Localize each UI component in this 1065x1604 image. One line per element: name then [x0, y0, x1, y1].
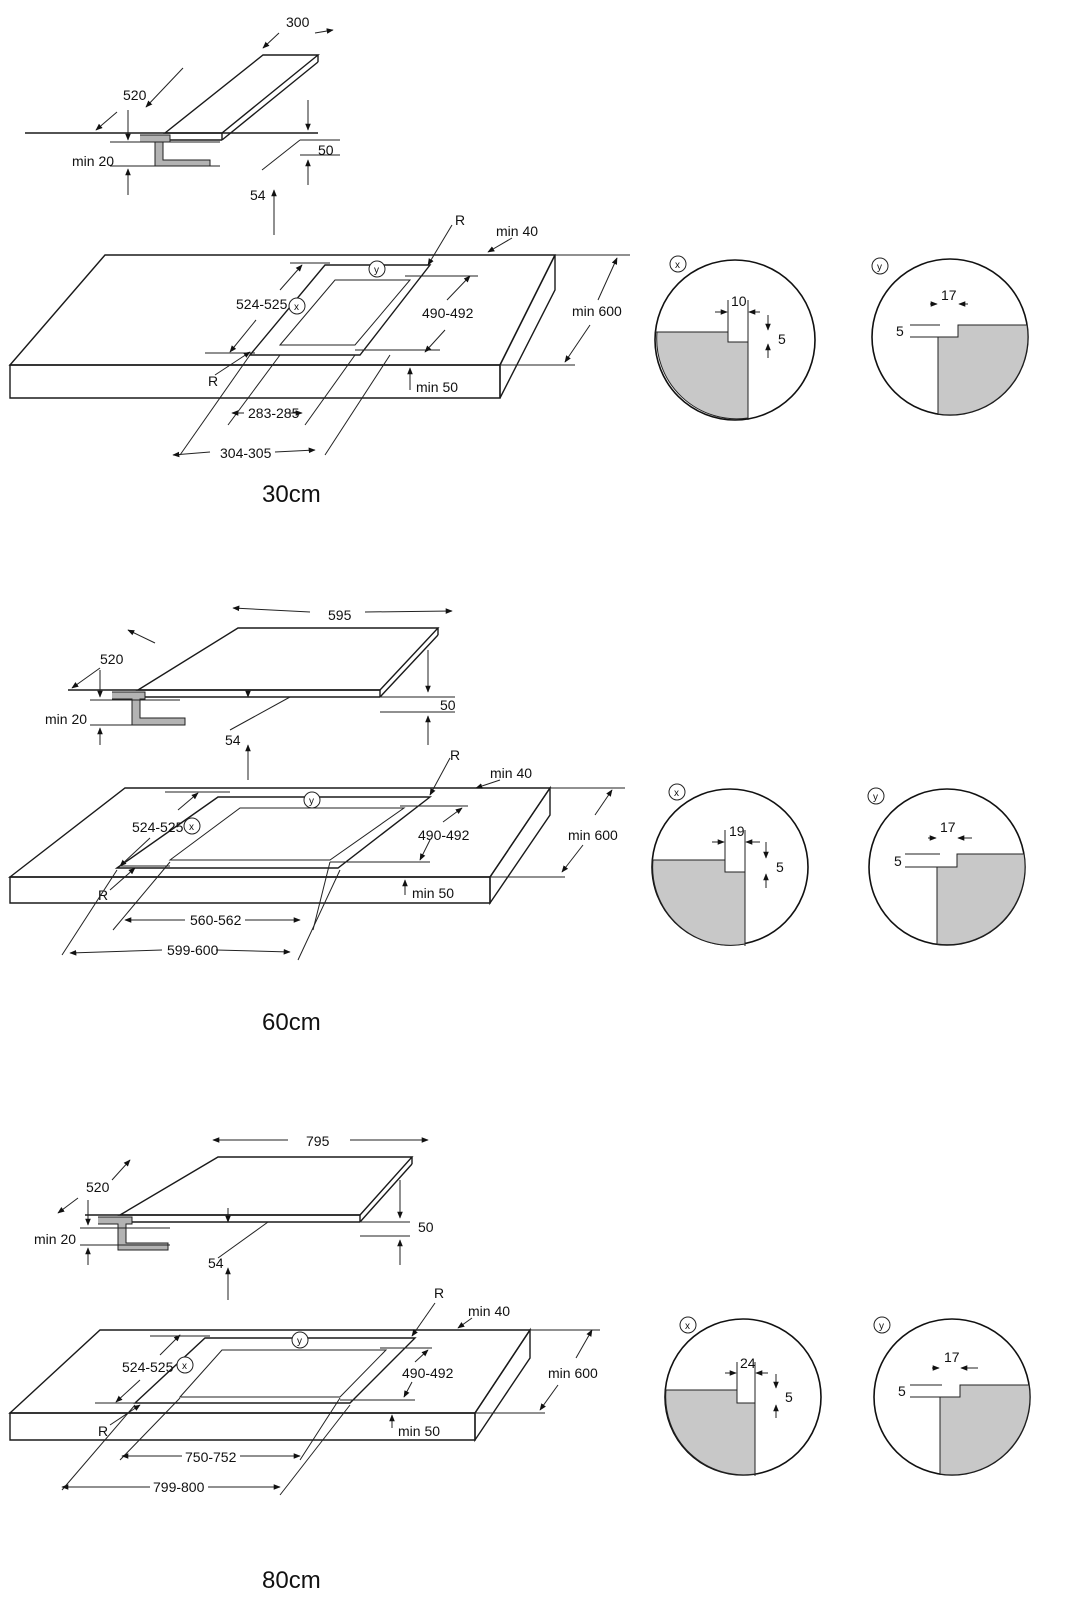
min-thick: min 50 [398, 1423, 440, 1439]
hob-depth: 520 [100, 651, 124, 667]
inner-depth: 490-492 [418, 827, 470, 843]
detail-y-80cm: y 17 5 [873, 1316, 1031, 1476]
detail-y-60cm: y 17 5 [867, 787, 1026, 946]
hob-depth-below: 54 [250, 187, 266, 203]
section-label: 80cm [262, 1567, 321, 1594]
detail-x-tag: x [685, 1321, 690, 1332]
detail-x-a: 24 [740, 1355, 756, 1371]
detail-x-b: 5 [785, 1389, 793, 1405]
hob-width: 595 [328, 607, 352, 623]
inner-width: 560-562 [190, 912, 242, 928]
inner-width: 750-752 [185, 1449, 237, 1465]
counter-30cm: y x 524-525 490-492 min 600 R min 40 R [8, 212, 630, 461]
detail-y-b: 5 [896, 323, 904, 339]
outer-width: 599-600 [167, 942, 219, 958]
hob-min-height: min 20 [72, 153, 114, 169]
section-label: 30cm [262, 481, 321, 508]
cut-depth: 524-525 [122, 1359, 174, 1375]
detail-y-tag: y [877, 262, 882, 273]
hob-min-height: min 20 [45, 711, 87, 727]
hob-width: 795 [306, 1133, 330, 1149]
outer-width: 304-305 [220, 445, 272, 461]
x-tag: x [189, 822, 194, 833]
detail-y-30cm: y 17 5 [871, 257, 1029, 416]
detail-x-tag: x [674, 788, 679, 799]
detail-y-a: 17 [941, 287, 957, 303]
section-30cm: min 20 520 300 50 54 y x [8, 14, 1029, 508]
detail-x-b: 5 [778, 331, 786, 347]
min-depth: min 600 [568, 827, 618, 843]
min-back: min 40 [496, 223, 538, 239]
detail-x-30cm: x 10 5 [654, 255, 816, 421]
cut-depth: 524-525 [132, 819, 184, 835]
hob-30cm: min 20 520 300 50 54 [25, 14, 340, 235]
hob-depth: 520 [86, 1179, 110, 1195]
radius-r: R [455, 212, 465, 228]
hob-width: 300 [286, 14, 310, 30]
hob-height: 50 [318, 142, 334, 158]
detail-x-b: 5 [776, 859, 784, 875]
radius-r2: R [208, 373, 218, 389]
hob-depth: 520 [123, 87, 147, 103]
detail-x-a: 10 [731, 293, 747, 309]
radius-r: R [450, 747, 460, 763]
detail-y-a: 17 [940, 819, 956, 835]
y-tag: y [374, 265, 379, 276]
detail-y-tag: y [873, 792, 878, 803]
section-label: 60cm [262, 1009, 321, 1036]
detail-x-a: 19 [729, 823, 745, 839]
detail-y-b: 5 [898, 1383, 906, 1399]
radius-r: R [434, 1285, 444, 1301]
inner-width: 283-285 [248, 405, 300, 421]
detail-y-tag: y [879, 1321, 884, 1332]
min-depth: min 600 [548, 1365, 598, 1381]
x-tag: x [182, 1361, 187, 1372]
hob-depth-below: 54 [225, 732, 241, 748]
radius-r2: R [98, 1423, 108, 1439]
hob-min-height: min 20 [34, 1231, 76, 1247]
detail-y-a: 17 [944, 1349, 960, 1365]
min-thick: min 50 [416, 379, 458, 395]
hob-height: 50 [440, 697, 456, 713]
min-back: min 40 [490, 765, 532, 781]
outer-width: 799-800 [153, 1479, 205, 1495]
counter-60cm: y x 524-525 490-492 min 600 R min 40 R [7, 747, 625, 961]
x-tag: x [294, 302, 299, 313]
hob-height: 50 [418, 1219, 434, 1235]
cut-depth: 524-525 [236, 296, 288, 312]
radius-r2: R [98, 887, 108, 903]
y-tag: y [297, 1336, 302, 1347]
counter-80cm: y x 524-525 490-492 min 600 R min 40 R [8, 1285, 600, 1496]
detail-x-80cm: x 24 5 [664, 1316, 822, 1476]
inner-depth: 490-492 [422, 305, 474, 321]
detail-x-tag: x [675, 260, 680, 271]
detail-x-60cm: x 19 5 [651, 783, 809, 946]
section-80cm: min 20 520 795 50 54 y x [8, 1133, 1031, 1594]
hob-60cm: min 20 520 595 50 54 [45, 605, 456, 780]
min-thick: min 50 [412, 885, 454, 901]
hob-depth-below: 54 [208, 1255, 224, 1271]
min-depth: min 600 [572, 303, 622, 319]
y-tag: y [309, 796, 314, 807]
detail-y-b: 5 [894, 853, 902, 869]
section-60cm: min 20 520 595 50 54 y x [7, 605, 1026, 1036]
inner-depth: 490-492 [402, 1365, 454, 1381]
min-back: min 40 [468, 1303, 510, 1319]
hob-80cm: min 20 520 795 50 54 [34, 1133, 434, 1300]
